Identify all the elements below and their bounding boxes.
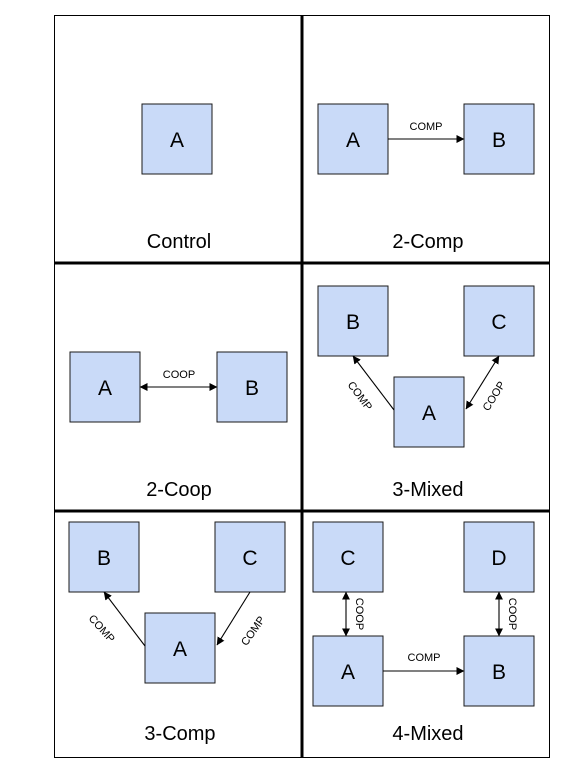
node-a: A: [144, 612, 216, 684]
node-label: A: [173, 638, 187, 661]
node-d: D: [463, 521, 535, 593]
panel-title: Control: [147, 231, 211, 253]
edge-label: COMP: [345, 379, 374, 413]
node-a: A: [312, 635, 384, 707]
node-label: A: [98, 377, 112, 400]
node-c: C: [312, 521, 384, 593]
node-c: C: [214, 521, 286, 593]
node-b: B: [463, 635, 535, 707]
panel-control: A Control: [141, 103, 213, 253]
edge-label: COOP: [481, 379, 508, 413]
node-b: B: [463, 103, 535, 175]
node-label: B: [492, 661, 506, 684]
node-label: B: [245, 377, 259, 400]
node-label: D: [491, 547, 506, 570]
edge-label: COMP: [408, 652, 441, 664]
node-a: A: [317, 103, 389, 175]
edge-label: COOP: [506, 598, 518, 630]
edge-arrow: [216, 591, 251, 646]
node-label: C: [491, 311, 506, 334]
panel-3-mixed: B C A COMP COOP 3-Mixed: [317, 285, 535, 501]
panel-title: 3-Mixed: [392, 479, 463, 501]
node-b: B: [216, 351, 288, 423]
panel-title: 3-Comp: [144, 723, 215, 745]
edge-label: COOP: [353, 598, 365, 630]
edge-arrow: [352, 355, 395, 411]
node-label: B: [346, 311, 360, 334]
node-label: A: [422, 402, 436, 425]
node-label: C: [242, 547, 257, 570]
node-label: C: [340, 547, 355, 570]
panel-3-comp: B C A COMP COMP 3-Comp: [68, 521, 286, 745]
node-label: B: [492, 129, 506, 152]
node-b: B: [317, 285, 389, 357]
edge-label: COMP: [86, 613, 117, 646]
node-c: C: [463, 285, 535, 357]
node-label: B: [97, 547, 111, 570]
panel-title: 4-Mixed: [392, 723, 463, 745]
edge-label: COOP: [163, 369, 195, 381]
node-label: A: [170, 129, 184, 152]
edge-arrow: [465, 355, 500, 410]
edge-label: COMP: [239, 614, 268, 648]
node-b: B: [68, 521, 140, 593]
grid-frame: [54, 15, 550, 758]
node-a: A: [141, 103, 213, 175]
panel-title: 2-Comp: [392, 231, 463, 253]
edge-label: COMP: [410, 121, 443, 133]
panel-2-comp: A B COMP 2-Comp: [317, 103, 535, 253]
node-a: A: [393, 376, 465, 448]
node-label: A: [341, 661, 355, 684]
panel-4-mixed: C D A B COOP COOP COMP 4-Mixed: [312, 521, 535, 745]
panel-2-coop: A B COOP 2-Coop: [69, 351, 288, 501]
panel-title: 2-Coop: [146, 479, 212, 501]
edge-arrow: [103, 591, 146, 647]
node-label: A: [346, 129, 360, 152]
node-a: A: [69, 351, 141, 423]
